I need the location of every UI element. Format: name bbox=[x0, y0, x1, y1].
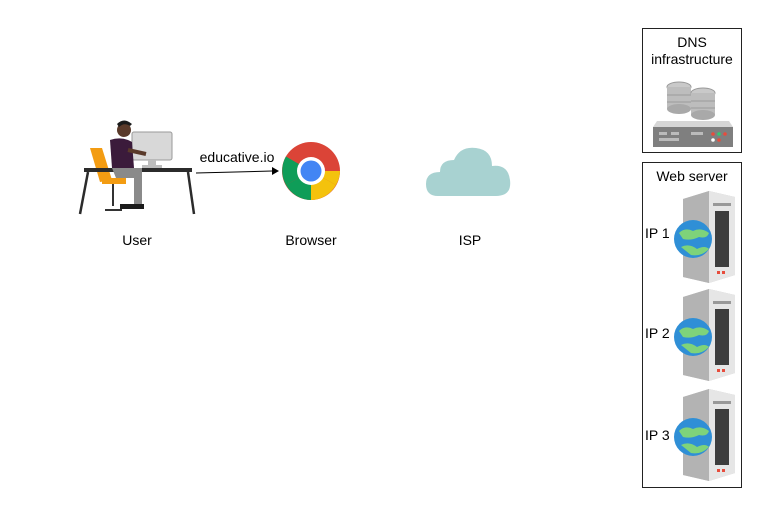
request-arrow bbox=[195, 167, 279, 175]
user-node bbox=[72, 118, 202, 218]
web-server-globe-icon bbox=[674, 191, 735, 283]
web-server-globe-icon bbox=[674, 389, 735, 481]
request-label: educative.io bbox=[199, 149, 275, 165]
dns-box: DNS infrastructure bbox=[642, 28, 742, 153]
web-server-ip-1: IP 1 bbox=[643, 191, 743, 283]
browser-node bbox=[281, 141, 341, 201]
web-server-ip-3: IP 3 bbox=[643, 389, 743, 481]
web-server-globe-icon bbox=[674, 289, 735, 381]
browser-label: Browser bbox=[285, 232, 337, 248]
chrome-browser-icon bbox=[282, 142, 340, 200]
ip-label: IP 2 bbox=[645, 325, 670, 341]
isp-label: ISP bbox=[458, 232, 482, 248]
user-at-desk-icon bbox=[78, 120, 196, 215]
isp-node bbox=[424, 142, 514, 198]
web-server-ip-2: IP 2 bbox=[643, 289, 743, 381]
dns-server-icon bbox=[653, 81, 733, 147]
web-server-title: Web server bbox=[656, 168, 728, 184]
cloud-icon bbox=[426, 147, 511, 196]
dns-title: DNS infrastructure bbox=[651, 34, 733, 67]
user-label: User bbox=[122, 232, 152, 248]
web-server-box: Web server IP 1 IP 2 bbox=[642, 162, 742, 488]
ip-label: IP 1 bbox=[645, 225, 670, 241]
ip-label: IP 3 bbox=[645, 427, 670, 443]
